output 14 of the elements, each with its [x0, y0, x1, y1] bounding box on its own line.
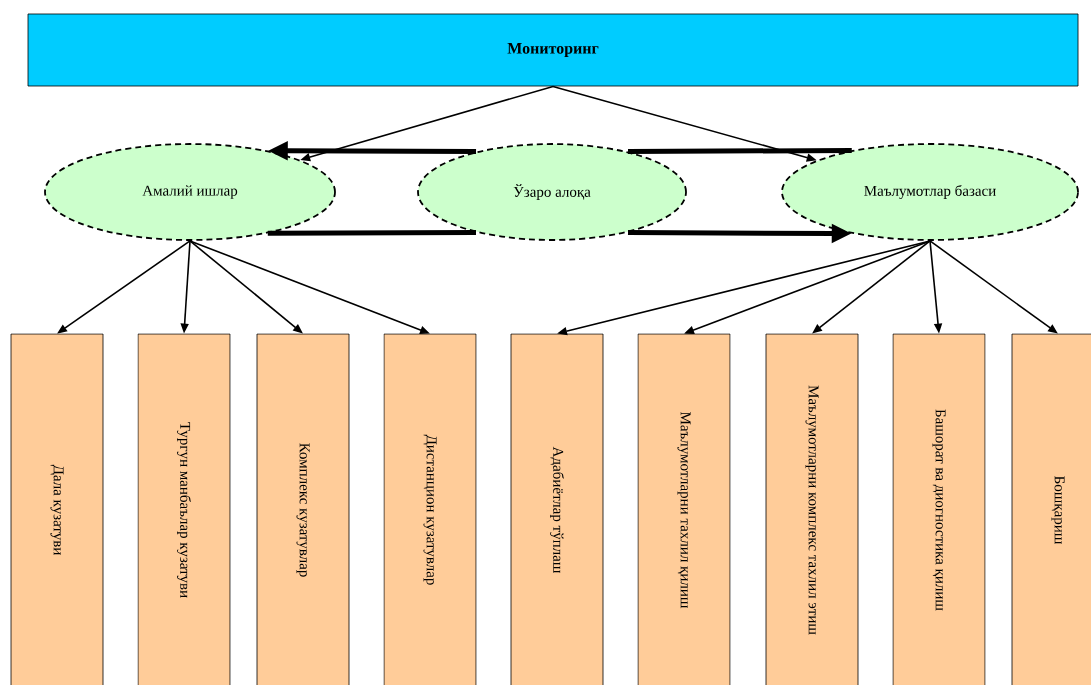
arrow: [57, 240, 191, 334]
process-box: Маълумотларни комплекс тахлил этиш: [765, 333, 859, 685]
process-box: Маълумотларни тахлил қилиш: [637, 333, 731, 685]
arrow: [189, 240, 303, 334]
process-box: Тургун манбаълар кузатуви: [137, 333, 231, 685]
process-box: Дистанцион кузатувлар: [383, 333, 477, 685]
process-box: Адабиётлар тўплаш: [510, 333, 604, 685]
process-box: Бошқариш: [1011, 333, 1091, 685]
process-box: Дала кузатуви: [10, 333, 104, 685]
process-box: Башорат ва диогностика қилиш: [892, 333, 986, 685]
title-box: Мониторинг: [27, 13, 1079, 87]
arrow: [812, 240, 931, 334]
process-box: Комплекс кузатувлар: [256, 333, 350, 685]
arrow: [929, 240, 1058, 334]
